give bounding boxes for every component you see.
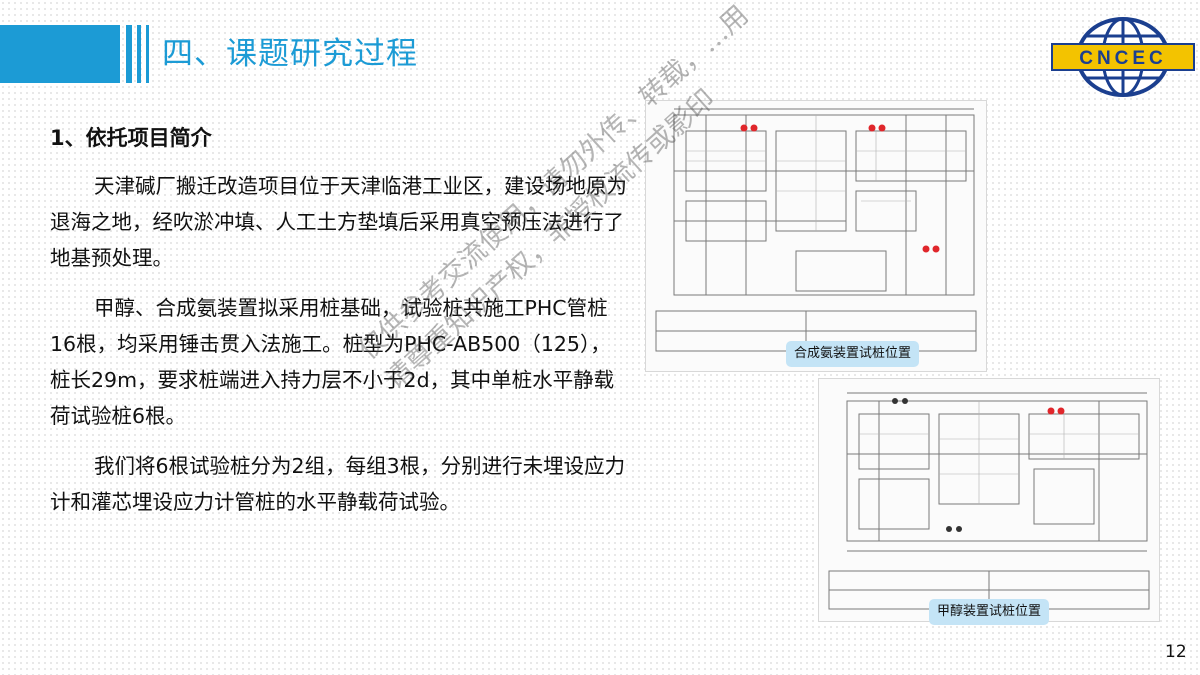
header-stripe [137, 25, 141, 83]
cncec-logo: CNCEC [1048, 14, 1198, 100]
section-heading: 1、依托项目简介 [50, 126, 212, 150]
paragraph: 甲醇、合成氨装置拟采用桩基础，试验桩共施工PHC管桩16根，均采用锤击贯入法施工… [50, 296, 615, 428]
methanol-plant-drawing: 甲醇装置试桩位置 [818, 378, 1160, 625]
logo-text: CNCEC [1079, 48, 1167, 69]
header-stripe [126, 25, 132, 83]
page-title: 四、课题研究过程 [162, 36, 418, 72]
figure-caption: 合成氨装置试桩位置 [786, 341, 920, 367]
header-stripe [146, 25, 149, 83]
header-accent-bar [0, 25, 120, 83]
paragraph: 天津碱厂搬迁改造项目位于天津临港工业区，建设场地原为退海之地，经吹淤冲填、人工土… [50, 174, 627, 270]
body-text: 天津碱厂搬迁改造项目位于天津临港工业区，建设场地原为退海之地，经吹淤冲填、人工土… [50, 168, 630, 534]
paragraph: 我们将6根试验桩分为2组，每组3根，分别进行未埋设应力计和灌芯埋设应力计管桩的水… [50, 454, 626, 514]
ammonia-plant-drawing: 合成氨装置试桩位置 [645, 100, 987, 372]
figure-caption: 甲醇装置试桩位置 [929, 599, 1050, 625]
page-number: 12 [1165, 642, 1187, 662]
